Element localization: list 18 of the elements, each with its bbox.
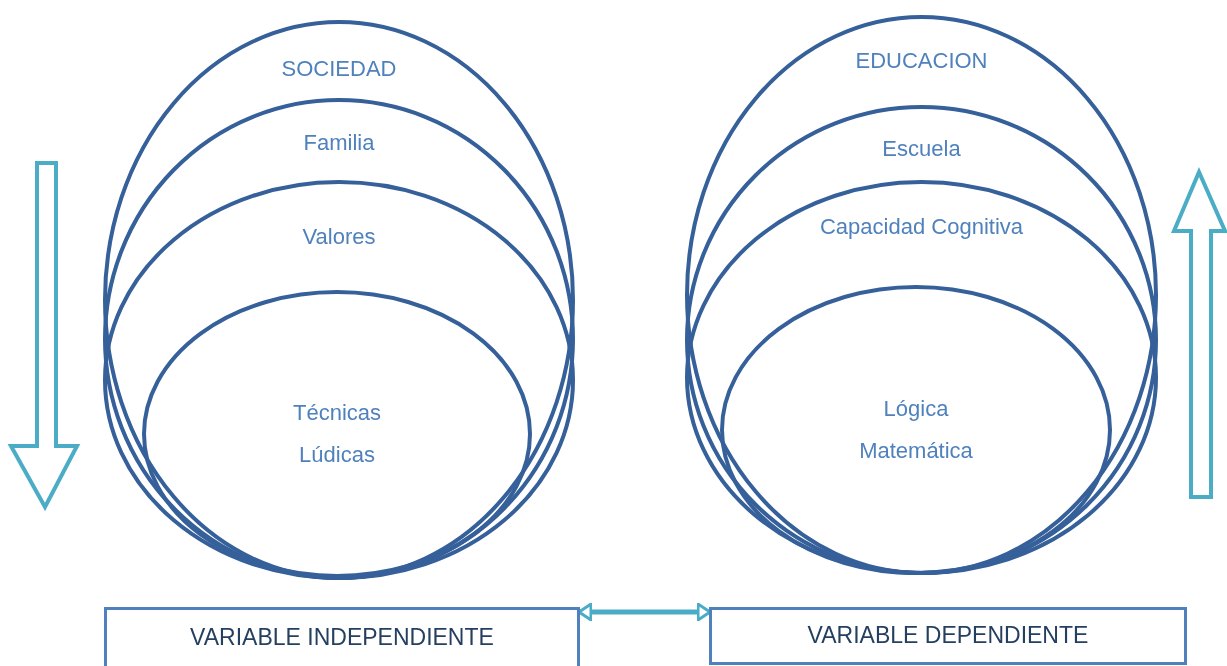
label-text: Técnicas Lúdicas	[291, 399, 382, 469]
label-text: Familia	[302, 129, 376, 157]
label-text: VARIABLE DEPENDIENTE	[806, 622, 1090, 650]
ellipse-shape	[142, 290, 532, 578]
ellipse-shape	[103, 180, 575, 580]
ellipse-shape	[720, 285, 1112, 575]
ellipse-shape	[685, 105, 1158, 575]
label-text: Valores	[301, 223, 377, 251]
label-text: VARIABLE INDEPENDIENTE	[189, 624, 495, 652]
label-text: EDUCACION	[854, 47, 989, 75]
label-text: SOCIEDAD	[280, 55, 398, 83]
label-text: Lógica Matemática	[858, 395, 974, 465]
variable-box	[104, 607, 580, 666]
label-text: Escuela	[881, 135, 962, 163]
ellipse-shape	[685, 180, 1158, 575]
variable-box	[709, 607, 1187, 665]
label-text: Capacidad Cognitiva	[819, 213, 1024, 241]
ellipse-shape	[685, 15, 1158, 575]
